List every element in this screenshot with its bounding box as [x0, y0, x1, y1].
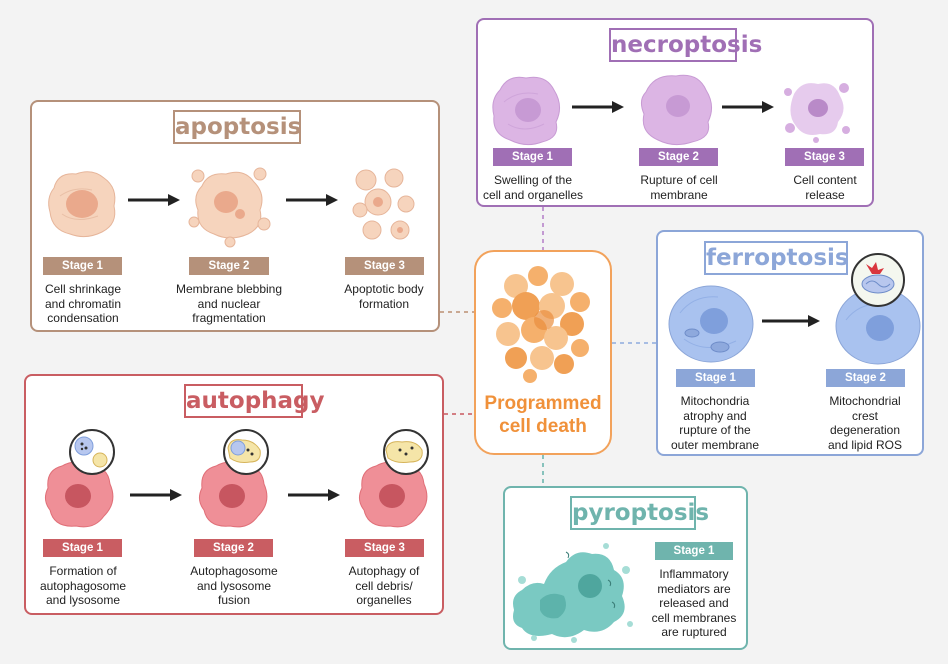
apoptosis-arrow-1	[128, 194, 180, 206]
apoptosis-desc-3: Apoptotic body formation	[344, 282, 424, 311]
necroptosis-desc-3: Cell content release	[793, 173, 857, 202]
ferroptosis-stage-2: Stage 2	[826, 369, 905, 387]
pyroptosis-title: pyroptosis	[570, 496, 709, 530]
necroptosis-stage-3: Stage 3	[785, 148, 864, 166]
necroptosis-cell-1	[492, 76, 560, 146]
autophagy-cell-1	[44, 429, 115, 528]
necroptosis-cell-2	[640, 74, 712, 146]
ferroptosis-arrow	[762, 315, 820, 327]
ferroptosis-title: ferroptosis	[704, 241, 849, 275]
ferroptosis-cell-1	[668, 285, 754, 363]
apoptosis-cell-3	[352, 168, 415, 240]
pyroptosis-cell	[513, 543, 633, 643]
pyroptosis-stage-1: Stage 1	[655, 542, 733, 560]
apoptosis-stage-2: Stage 2	[189, 257, 269, 275]
necroptosis-stage-2: Stage 2	[639, 148, 718, 166]
autophagy-cell-3	[358, 429, 429, 528]
ferroptosis-desc-1: Mitochondria atrophy and rupture of the …	[670, 394, 760, 452]
autophagy-desc-3: Autophagy of cell debris/ organelles	[348, 564, 420, 607]
ferroptosis-stage-1: Stage 1	[676, 369, 755, 387]
apoptosis-stage-3: Stage 3	[345, 257, 424, 275]
necroptosis-arrow-1	[572, 101, 624, 113]
ferroptosis-desc-2: Mitochondrial crest degeneration and lip…	[827, 394, 903, 452]
necroptosis-title: necroptosis	[609, 28, 762, 62]
necroptosis-stage-1: Stage 1	[493, 148, 572, 166]
autophagy-desc-2: Autophagosome and lysosome fusion	[190, 564, 278, 607]
ferroptosis-cell-2	[835, 253, 921, 365]
autophagy-title: autophagy	[184, 384, 325, 418]
necroptosis-arrow-2	[722, 101, 774, 113]
apoptosis-desc-2: Membrane blebbing and nuclear fragmentat…	[175, 282, 283, 325]
autophagy-stage-3: Stage 3	[345, 539, 424, 557]
autophagy-stage-2: Stage 2	[194, 539, 273, 557]
necroptosis-cell-3	[784, 83, 850, 143]
apoptosis-desc-1: Cell shrinkage and chromatin condensatio…	[44, 282, 122, 325]
autophagy-cell-2	[198, 429, 269, 528]
programmed-cell-death-label: Programmed cell death	[484, 393, 602, 437]
necroptosis-desc-1: Swelling of the cell and organelles	[482, 173, 584, 202]
autophagy-stage-1: Stage 1	[43, 539, 122, 557]
apoptosis-cell-1	[48, 171, 116, 238]
autophagy-desc-1: Formation of autophagosome and lysosome	[39, 564, 127, 607]
necroptosis-desc-2: Rupture of cell membrane	[640, 173, 718, 202]
apoptosis-stage-1: Stage 1	[43, 257, 122, 275]
apoptosis-arrow-2	[286, 194, 338, 206]
apoptosis-cell-2	[188, 167, 271, 248]
apoptosis-title: apoptosis	[173, 110, 301, 144]
pyroptosis-desc-1: Inflammatory mediators are released and …	[651, 567, 737, 639]
programmed-cell-death-cell-icon	[492, 266, 590, 383]
autophagy-arrow-2	[288, 489, 340, 501]
autophagy-arrow-1	[130, 489, 182, 501]
